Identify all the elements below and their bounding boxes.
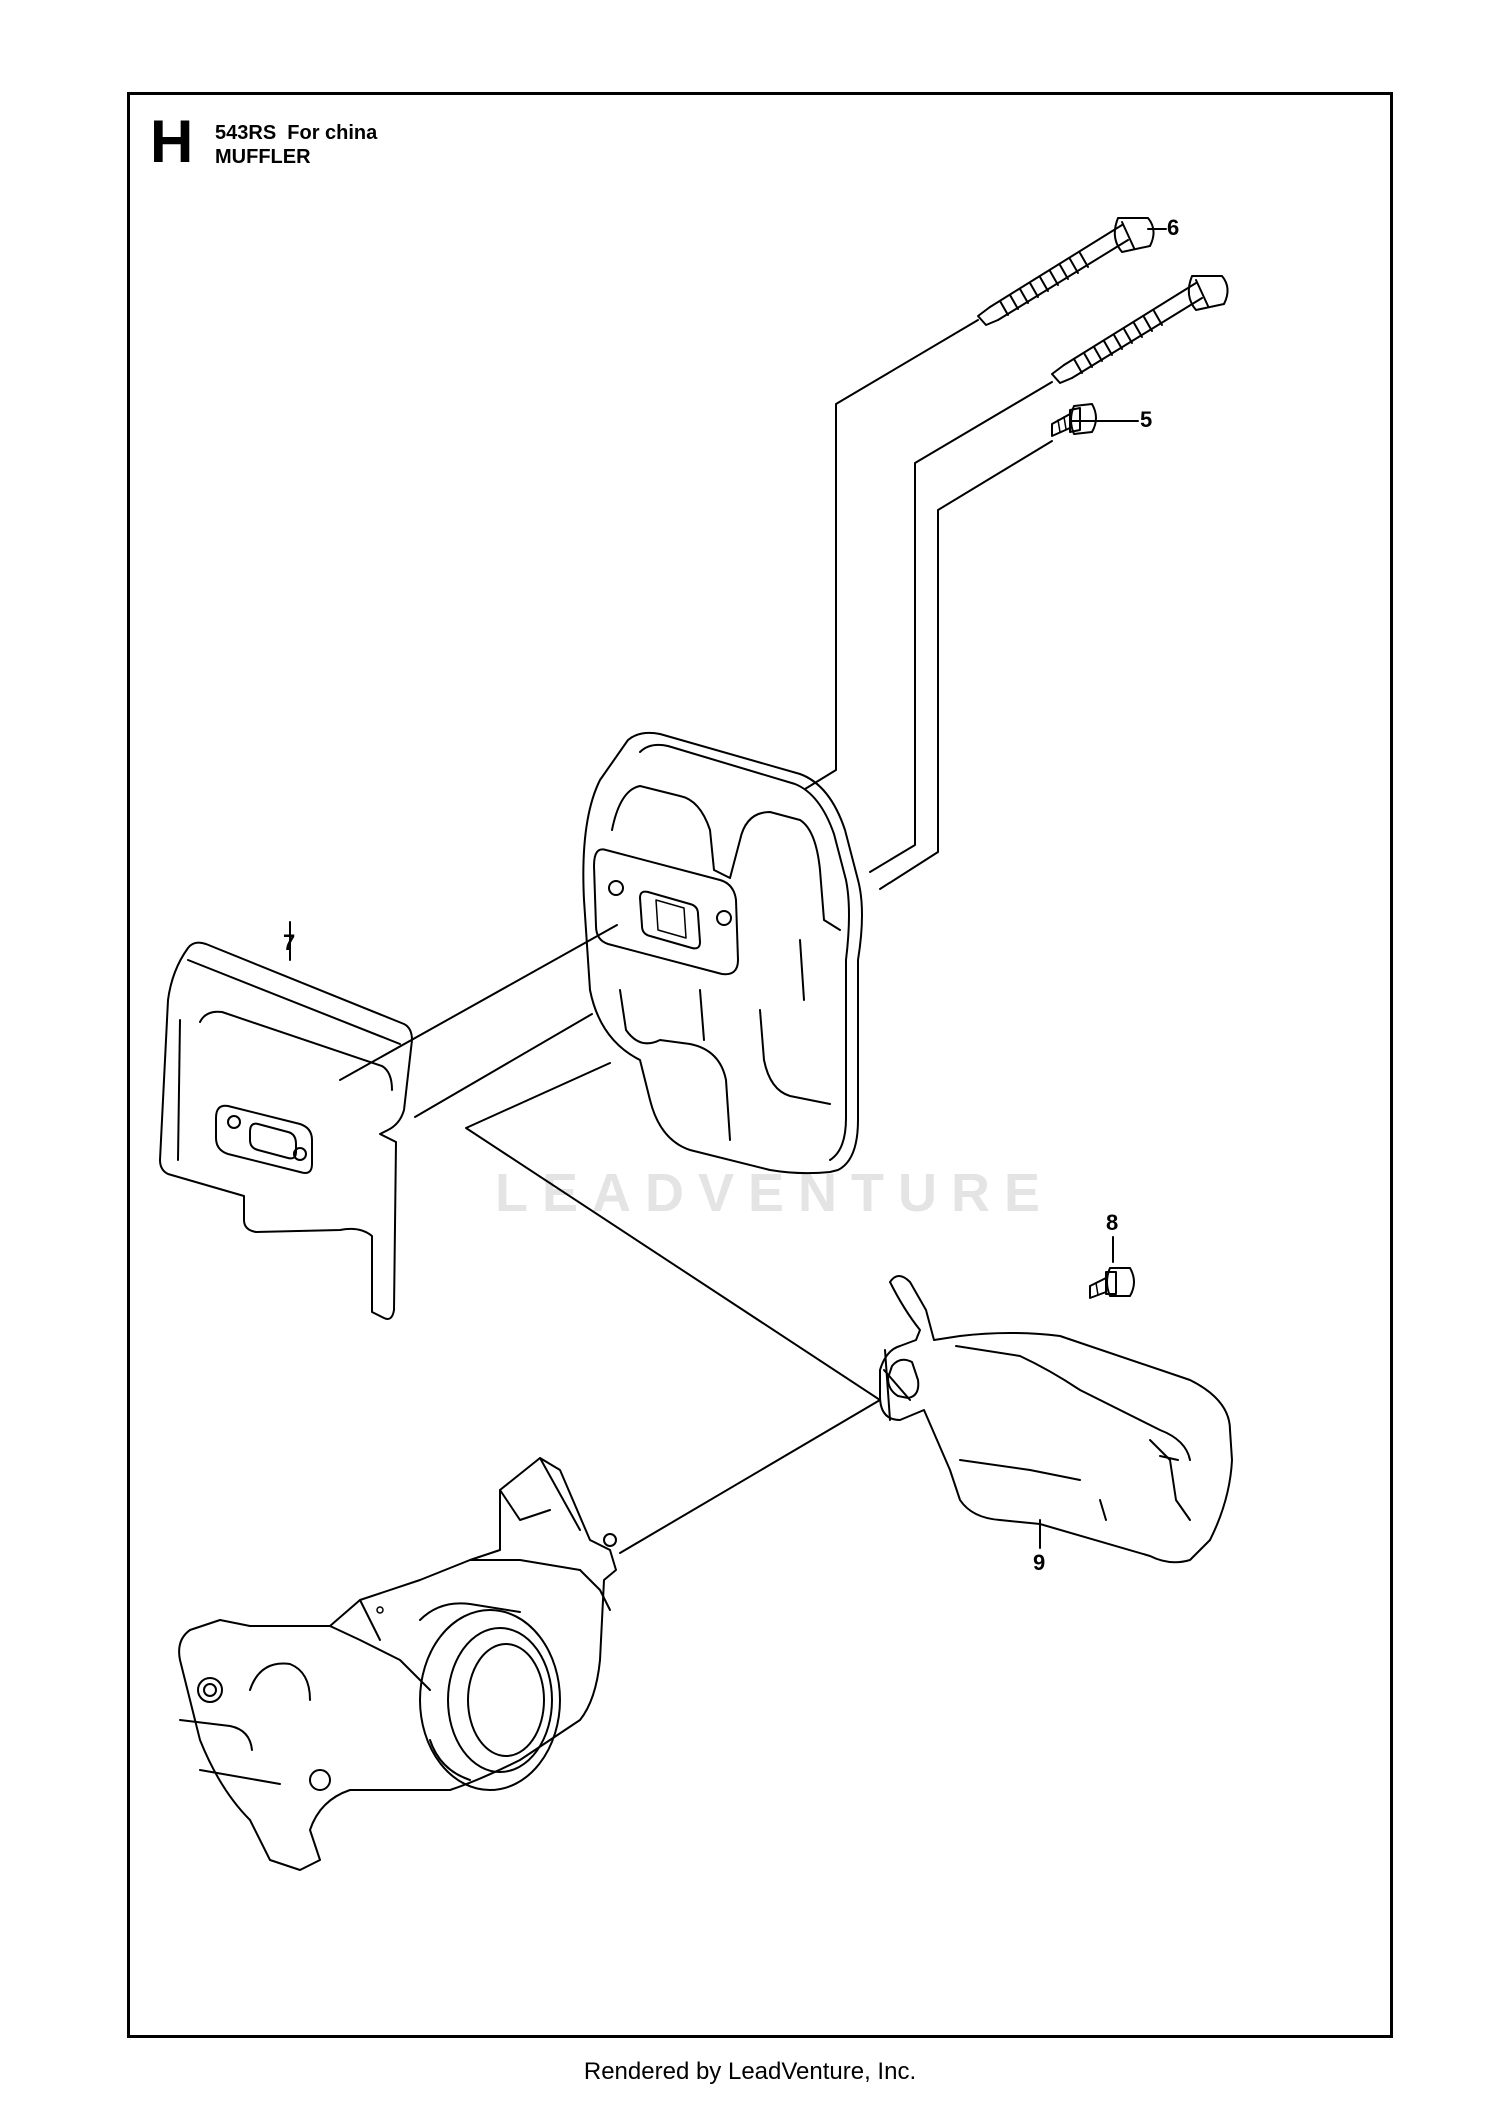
leader-lines xyxy=(289,228,1167,1549)
heat-shield-plate-part-7 xyxy=(159,941,413,1320)
callout-9: 9 xyxy=(1033,1550,1046,1575)
screw-part-8 xyxy=(1089,1267,1135,1299)
callout-6: 6 xyxy=(1167,215,1180,240)
callout-5: 5 xyxy=(1140,407,1153,432)
assembly-line-bolt-lower-b xyxy=(879,440,1053,890)
section-letter: H xyxy=(150,108,194,175)
assembly-line-plate-upper xyxy=(339,924,618,1081)
section-title: MUFFLER xyxy=(215,146,311,168)
assembly-line-bolt-upper xyxy=(804,319,979,790)
callout-8: 8 xyxy=(1106,1210,1119,1235)
model-label: 543RS For china xyxy=(215,122,378,144)
diagram-frame xyxy=(127,92,1393,2038)
screw-part-5 xyxy=(1051,403,1097,437)
assembly-line-crankcase xyxy=(465,1062,881,1554)
callout-7: 7 xyxy=(283,930,296,955)
crankcase-housing xyxy=(178,1457,617,1871)
footer-credit: Rendered by LeadVenture, Inc. xyxy=(583,2058,917,2085)
assembly-line-plate-lower xyxy=(414,1013,593,1118)
long-bolt-upper xyxy=(977,217,1155,326)
muffler-body xyxy=(582,731,863,1175)
assembly-lines xyxy=(339,319,1053,1554)
watermark-text: LEADVENTURE xyxy=(495,1163,1055,1223)
long-bolt-lower xyxy=(1051,275,1229,384)
assembly-line-bolt-lower-a xyxy=(869,381,1053,873)
muffler-cover-part-9 xyxy=(879,1275,1233,1564)
